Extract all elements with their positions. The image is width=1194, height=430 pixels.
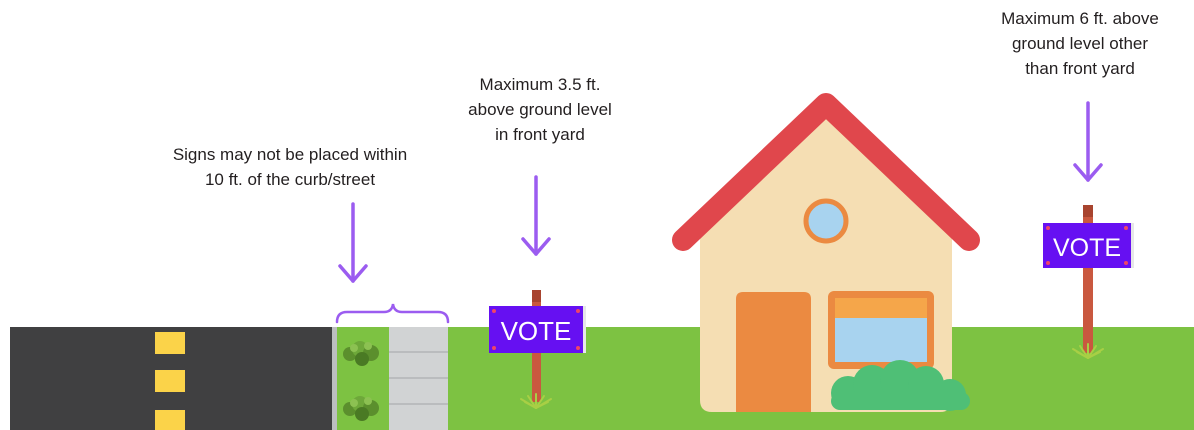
lane-marking	[155, 370, 185, 392]
window-awning	[835, 298, 927, 318]
round-window	[806, 201, 846, 241]
house-icon	[683, 104, 970, 412]
caption-line: ground level other	[960, 31, 1194, 56]
down-arrow-icon	[1075, 103, 1101, 180]
curly-brace-icon	[337, 304, 448, 322]
door	[736, 292, 811, 412]
caption-line: Maximum 3.5 ft.	[420, 72, 660, 97]
sign-text: VOTE	[501, 316, 572, 346]
down-arrow-icon	[340, 204, 366, 281]
caption-line: Signs may not be placed within	[110, 142, 470, 167]
other-yard-height-caption: Maximum 6 ft. above ground level other t…	[960, 6, 1194, 81]
curb	[332, 327, 337, 430]
sign-text: VOTE	[1053, 234, 1121, 262]
caption-line: Maximum 6 ft. above	[960, 6, 1194, 31]
caption-line: above ground level	[420, 97, 660, 122]
front-yard-height-caption: Maximum 3.5 ft. above ground level in fr…	[420, 72, 660, 147]
down-arrow-icon	[523, 177, 549, 254]
curb-setback-caption: Signs may not be placed within 10 ft. of…	[110, 142, 470, 192]
caption-line: than front yard	[960, 56, 1194, 81]
caption-line: in front yard	[420, 122, 660, 147]
caption-line: 10 ft. of the curb/street	[110, 167, 470, 192]
lane-marking	[155, 332, 185, 354]
lane-marking	[155, 410, 185, 430]
